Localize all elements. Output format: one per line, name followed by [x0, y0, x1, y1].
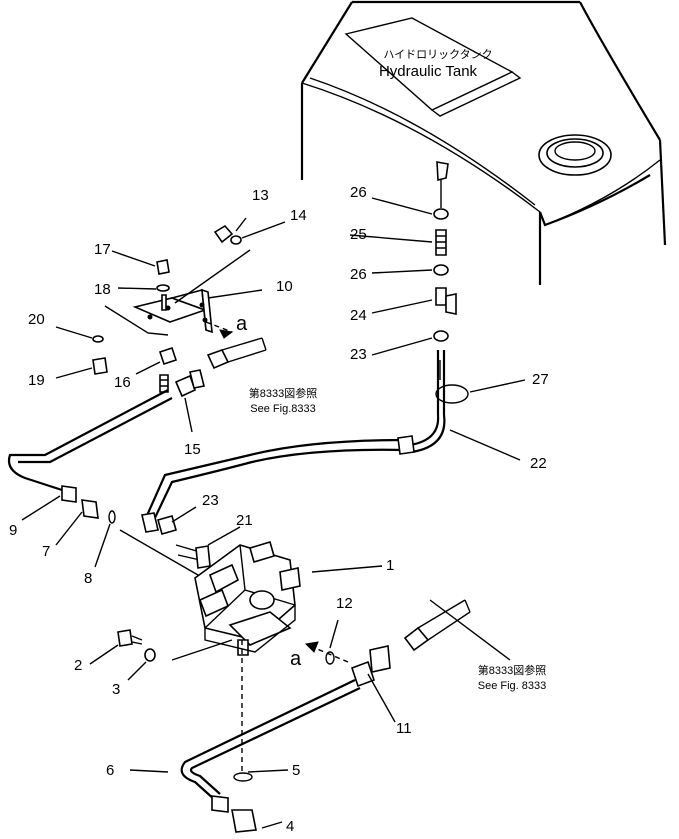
- pilot-hose-lower: [403, 599, 471, 652]
- callout-18: 18: [94, 281, 111, 298]
- callout-26-lower: 26: [350, 266, 367, 283]
- reference-en-upper: See Fig.8333: [250, 403, 315, 415]
- hydraulic-tank: ハイドロリックタンク Hydraulic Tank: [300, 0, 667, 285]
- callout-6: 6: [106, 762, 114, 779]
- tank-label-en: Hydraulic Tank: [379, 63, 478, 80]
- callout-3: 3: [112, 681, 120, 698]
- tube-6: [180, 679, 361, 833]
- fitting-7: [81, 499, 116, 524]
- reference-jp-upper: 第8333図参照: [249, 386, 317, 400]
- callout-26-upper: 26: [350, 184, 367, 201]
- callout-7: 7: [42, 543, 50, 560]
- callout-11: 11: [396, 720, 412, 737]
- callout-22: 22: [530, 455, 547, 472]
- callout-15: 15: [184, 441, 201, 458]
- callout-20: 20: [28, 311, 45, 328]
- callout-1: 1: [386, 557, 394, 574]
- reference-labels: 第8333図参照 See Fig.8333 第8333図参照 See Fig. …: [249, 386, 546, 692]
- small-parts-upper: [92, 224, 242, 393]
- callout-5: 5: [292, 762, 300, 779]
- callout-14: 14: [290, 207, 307, 224]
- view-mark-a-upper: a: [236, 313, 248, 335]
- callout-8: 8: [84, 570, 92, 587]
- view-a-guides: [205, 321, 349, 775]
- callout-24: 24: [350, 307, 367, 324]
- callout-4: 4: [286, 818, 294, 835]
- pilot-hose-upper: [206, 337, 267, 370]
- callout-9: 9: [9, 522, 17, 539]
- callout-12: 12: [336, 595, 353, 612]
- fittings-21-23: [157, 515, 211, 569]
- reference-jp-lower: 第8333図参照: [478, 663, 546, 677]
- bolt-2-washer-3: [117, 629, 156, 662]
- callout-23-stack: 23: [350, 346, 367, 363]
- reference-en-lower: See Fig. 8333: [478, 680, 547, 692]
- bracket-10: [132, 288, 213, 334]
- callout-25: 25: [350, 226, 367, 243]
- callout-19: 19: [28, 372, 45, 389]
- tank-nameplate: ハイドロリックタンク Hydraulic Tank: [344, 17, 522, 117]
- callout-23-valve: 23: [202, 492, 219, 509]
- view-marks: a a: [236, 313, 302, 670]
- view-mark-a-lower: a: [290, 648, 302, 670]
- callout-27: 27: [532, 371, 549, 388]
- control-valve: [194, 541, 301, 656]
- callout-16: 16: [114, 374, 131, 391]
- callout-numbers: 1 2 3 4 5 6 7 8 9 10 11 12 13 14 15 16 1…: [9, 184, 549, 835]
- fitting-11: [325, 645, 391, 688]
- hose-22: [141, 435, 415, 533]
- callout-2: 2: [74, 657, 82, 674]
- tank-filler-cap: [538, 134, 612, 176]
- return-line-stack: [409, 161, 469, 454]
- tube-9: [7, 369, 205, 503]
- callout-10: 10: [276, 278, 293, 295]
- callout-21: 21: [236, 512, 253, 529]
- callout-17: 17: [94, 241, 111, 258]
- tank-label-jp: ハイドロリックタンク: [383, 48, 492, 61]
- callout-13: 13: [252, 187, 269, 204]
- leader-lines: [21, 197, 526, 829]
